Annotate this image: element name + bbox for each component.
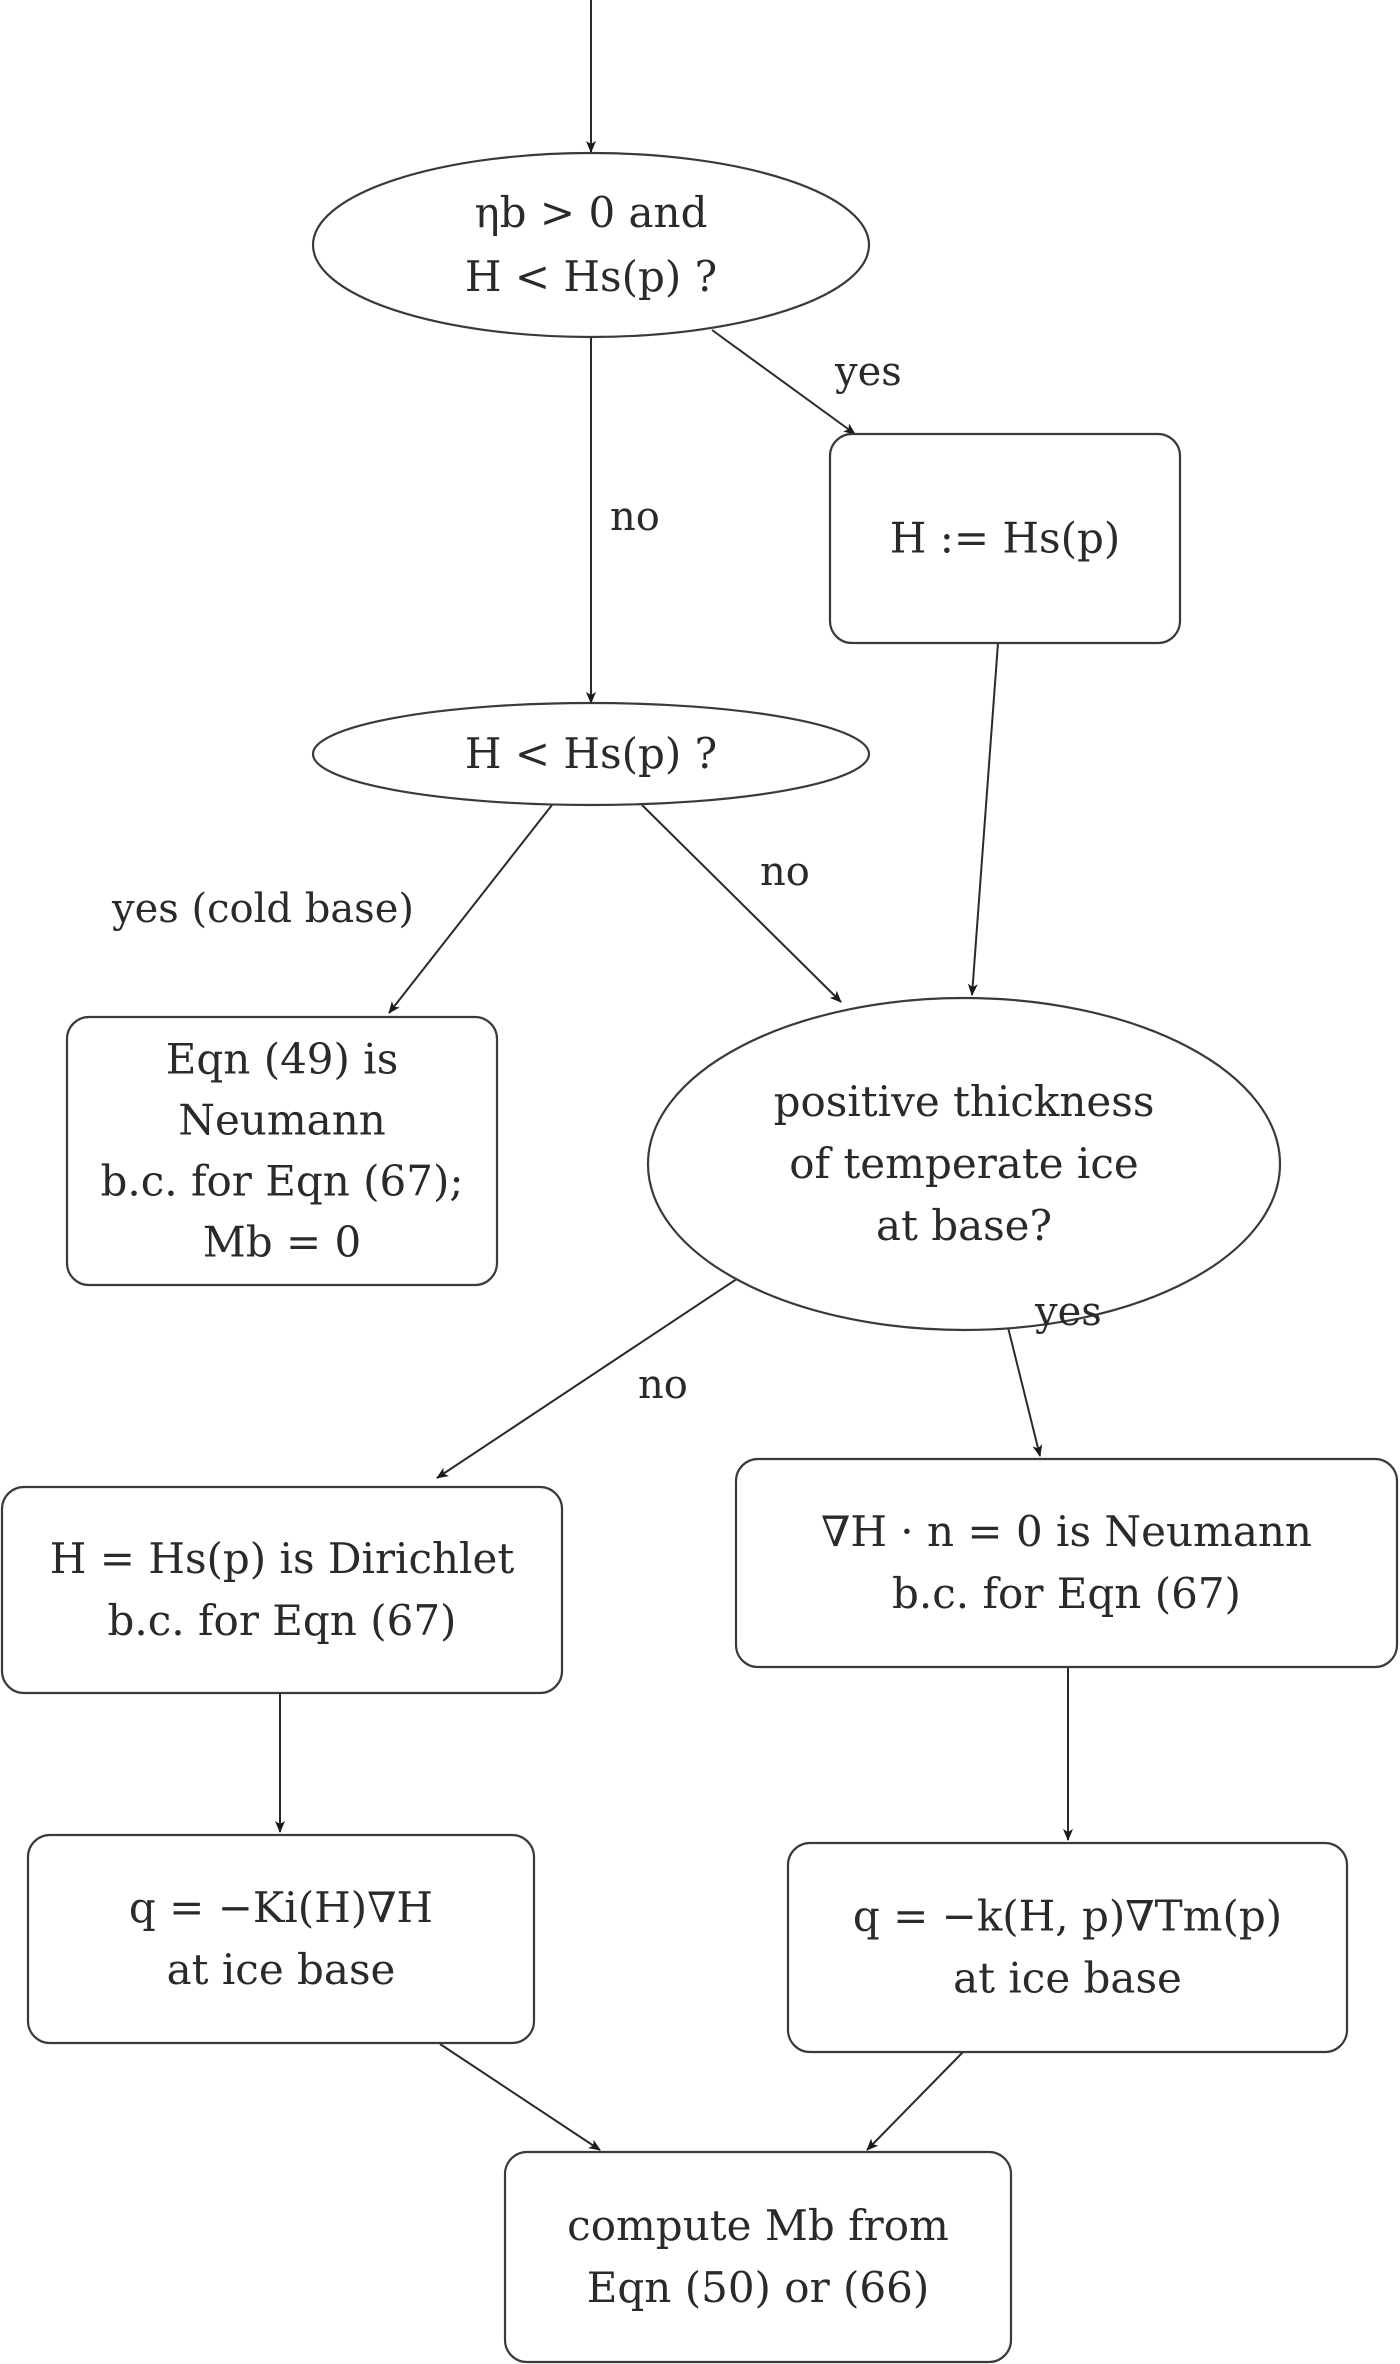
node-text-line: at base?	[876, 1201, 1052, 1250]
node-qtemp: q = −k(H, p)∇Tm(p) at ice base	[786, 1841, 1349, 2054]
node-text-line: Eqn (50) or (66)	[587, 2263, 929, 2312]
node-text-line: ηb > 0 and	[475, 188, 708, 237]
node-text-line: Mb = 0	[203, 1218, 362, 1267]
node-text-line: H := Hs(p)	[890, 514, 1121, 563]
node-text-line: at ice base	[953, 1954, 1182, 2003]
node-text-line: positive thickness	[774, 1077, 1155, 1126]
decision-ellipse	[646, 996, 1282, 1332]
edge-label: no	[760, 849, 810, 895]
node-text-line: H = Hs(p) is Dirichlet	[50, 1534, 515, 1583]
edge-label: yes	[1034, 1289, 1102, 1335]
process-box	[65, 1015, 499, 1287]
node-text-line: ∇H · n = 0 is Neumann	[821, 1507, 1312, 1556]
edge-set-to-q3	[967, 642, 999, 996]
node-text-line: of temperate ice	[789, 1139, 1139, 1188]
node-text-line: b.c. for Eqn (67)	[892, 1569, 1241, 1618]
node-text-line: q = −k(H, p)∇Tm(p)	[853, 1892, 1282, 1941]
node-text-line: compute Mb from	[567, 2201, 949, 2250]
node-text-line: H < Hs(p) ?	[465, 252, 717, 301]
node-text-line: at ice base	[167, 1945, 396, 1994]
process-box	[786, 1841, 1349, 2054]
node-text-line: H < Hs(p) ?	[465, 729, 717, 778]
edge-qcold-to-compute	[439, 2043, 601, 2151]
node-text-line: b.c. for Eqn (67)	[108, 1596, 457, 1645]
node-text-line: Neumann	[178, 1096, 386, 1145]
edge-label: no	[638, 1362, 688, 1408]
node-cold: Eqn (49) is Neumann b.c. for Eqn (67); Mb =…	[65, 1015, 499, 1287]
node-q1: ηb > 0 and H < Hs(p) ?	[311, 151, 871, 339]
edge-q2-to-q3	[641, 804, 842, 1003]
process-box	[503, 2150, 1013, 2364]
edge-label: yes (cold base)	[111, 886, 414, 932]
decision-ellipse	[311, 151, 871, 339]
node-text-line: Eqn (49) is	[166, 1035, 399, 1084]
edge-q2-to-cold	[388, 804, 553, 1014]
process-box	[828, 432, 1182, 645]
process-box	[734, 1457, 1399, 1669]
edge-label: no	[610, 494, 660, 540]
edge-qtemp-to-compute	[866, 2051, 964, 2151]
node-text-line: b.c. for Eqn (67);	[100, 1157, 463, 1206]
edge-label: yes	[834, 349, 902, 395]
node-q3: positive thickness of temperate ice at bas…	[646, 996, 1282, 1332]
process-box	[0, 1485, 564, 1695]
edge-q1-to-set	[711, 329, 856, 435]
node-text-line: q = −Ki(H)∇H	[129, 1883, 433, 1932]
process-box	[26, 1833, 536, 2045]
node-neumann: ∇H · n = 0 is Neumann b.c. for Eqn (67)	[734, 1457, 1399, 1669]
node-set: H := Hs(p)	[828, 432, 1182, 645]
decision-ellipse	[311, 701, 871, 807]
node-dirichlet: H = Hs(p) is Dirichlet b.c. for Eqn (67)	[0, 1485, 564, 1695]
node-q2: H < Hs(p) ?	[311, 701, 871, 807]
node-qcold: q = −Ki(H)∇H at ice base	[26, 1833, 536, 2045]
